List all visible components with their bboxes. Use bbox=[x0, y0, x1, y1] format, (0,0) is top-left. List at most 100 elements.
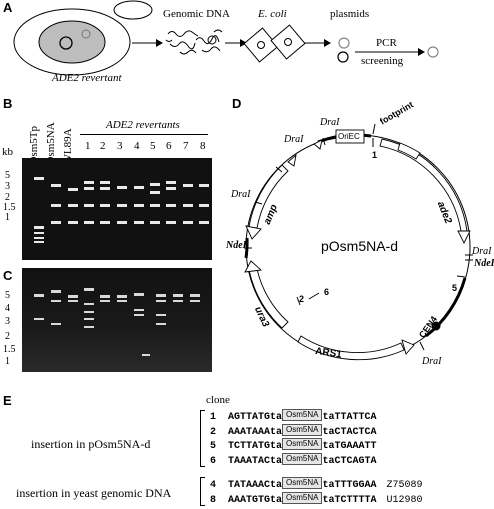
site-nde-left: NdeI bbox=[226, 240, 247, 251]
ura3-arrow bbox=[248, 268, 289, 329]
panel-a-label: A bbox=[3, 0, 13, 15]
marker-labels-b: 5 3 2 1.5 1 bbox=[3, 170, 19, 250]
marker-label: 2 bbox=[5, 192, 10, 203]
right-flank: taTGAAATT bbox=[322, 441, 377, 452]
insert-box: Osm5NA bbox=[282, 477, 323, 490]
site-dra-bottom: DraI bbox=[422, 356, 442, 367]
pcr-label: PCR bbox=[376, 37, 397, 49]
insertion-1: 1 bbox=[372, 150, 378, 160]
lane-number: 3 bbox=[117, 140, 123, 152]
lane-number: 4 bbox=[134, 140, 140, 152]
clone-header: clone bbox=[206, 394, 230, 406]
clone-number: 4 bbox=[210, 480, 217, 491]
panel-c-label: C bbox=[3, 268, 13, 283]
marker-label: 1 bbox=[5, 212, 10, 223]
site-dra-top: DraI bbox=[320, 117, 340, 128]
insert-box: Osm5NA bbox=[282, 452, 323, 465]
clone-number: 6 bbox=[210, 455, 217, 467]
left-flank: AAATAAAta bbox=[228, 426, 283, 438]
group2-bracket bbox=[200, 477, 205, 506]
ars1-arrow bbox=[297, 335, 405, 361]
plasmid-name: pOsm5NA-d bbox=[321, 238, 399, 254]
group1-label: insertion in pOsm5NA-d bbox=[31, 437, 151, 451]
genomic-dna-label: Genomic DNA bbox=[163, 8, 230, 20]
left-flank: TCTTATGta bbox=[228, 441, 283, 452]
clone-number: 1 bbox=[210, 412, 217, 423]
insert-box: Osm5NA bbox=[282, 491, 323, 504]
revertants-bracket bbox=[80, 134, 208, 135]
plasmid-map bbox=[244, 123, 473, 361]
insert-box: Osm5NA bbox=[282, 423, 323, 436]
panel-d-label: D bbox=[232, 96, 242, 111]
site-dra-left: DraI bbox=[231, 189, 251, 200]
genomic-dna-fragments bbox=[165, 29, 223, 55]
right-flank: taTTATTCA bbox=[322, 412, 377, 423]
insert-box: Osm5NA bbox=[282, 409, 323, 422]
ade2-arrow bbox=[379, 138, 468, 232]
gel-image-b bbox=[22, 158, 212, 260]
plasmids-label: plasmids bbox=[330, 8, 370, 20]
marker-label: 4 bbox=[5, 303, 10, 314]
lane-numbers: 1 2 3 4 5 6 7 8 bbox=[80, 140, 210, 154]
screening-label: screening bbox=[361, 55, 404, 67]
ecoli-label: E. coli bbox=[258, 8, 287, 20]
right-flank: taTTTGGAA bbox=[322, 480, 377, 491]
revertants-title: ADE2 revertants bbox=[106, 119, 180, 131]
lane-number: 6 bbox=[166, 140, 172, 152]
accession-number: Z75089 bbox=[386, 480, 423, 491]
panel-b-label: B bbox=[3, 96, 13, 111]
panel-a-diagram bbox=[13, 0, 439, 76]
marker-label: 1 bbox=[5, 356, 10, 367]
accession-number: U12980 bbox=[386, 494, 423, 506]
left-flank: AGTTATGta bbox=[228, 412, 283, 423]
lane-number: 1 bbox=[85, 140, 91, 152]
marker-label: 3 bbox=[5, 181, 10, 192]
marker-labels-c: 5 4 3 2 1.5 1 bbox=[3, 285, 19, 367]
left-flank: TAAATACta bbox=[228, 455, 283, 467]
left-flank: AAATGTGta bbox=[228, 494, 283, 506]
clone-number: 2 bbox=[210, 426, 217, 438]
clone-number: 5 bbox=[210, 441, 217, 452]
cen4-dot bbox=[431, 321, 441, 331]
marker-label: 1.5 bbox=[3, 344, 16, 355]
revertant-label: ADE2 revertant bbox=[52, 72, 122, 84]
feature-oriec: OriEC bbox=[338, 132, 360, 141]
group2-label: insertion in yeast genomic DNA bbox=[16, 486, 172, 500]
left-flank: TATAAACta bbox=[228, 480, 283, 491]
site-dra-right: DraI bbox=[472, 246, 492, 257]
footprint-arrow bbox=[397, 142, 421, 160]
insertion-5: 5 bbox=[452, 283, 458, 293]
marker-label: 2 bbox=[5, 331, 10, 342]
yeast-bud bbox=[113, 0, 153, 20]
site-nde-right: NdeI bbox=[474, 258, 494, 269]
oriec-box bbox=[335, 129, 365, 144]
right-flank: taCTACTCA bbox=[322, 426, 377, 438]
lane-number: 2 bbox=[100, 140, 106, 152]
marker-label: 5 bbox=[5, 170, 10, 181]
marker-label: 3 bbox=[5, 316, 10, 327]
right-flank: taCTCAGTA bbox=[322, 455, 377, 467]
gel-image-c bbox=[22, 268, 212, 372]
lane-number: 5 bbox=[150, 140, 156, 152]
lane-number: 8 bbox=[200, 140, 206, 152]
group1-bracket bbox=[200, 410, 205, 467]
thick-segment-right bbox=[425, 277, 467, 338]
panel-e-label: E bbox=[3, 393, 12, 408]
marker-label: 1.5 bbox=[3, 202, 16, 213]
marker-label: 5 bbox=[5, 290, 10, 301]
insert-box: Osm5NA bbox=[282, 438, 323, 451]
right-flank: taTCTTTTA bbox=[322, 494, 377, 506]
insertion-6: 6 bbox=[324, 287, 330, 297]
kb-label: kb bbox=[2, 146, 13, 158]
site-dra-upper-left: DraI bbox=[284, 134, 304, 145]
insertion-2: 2 bbox=[299, 294, 305, 304]
ecoli-cells bbox=[243, 24, 306, 63]
